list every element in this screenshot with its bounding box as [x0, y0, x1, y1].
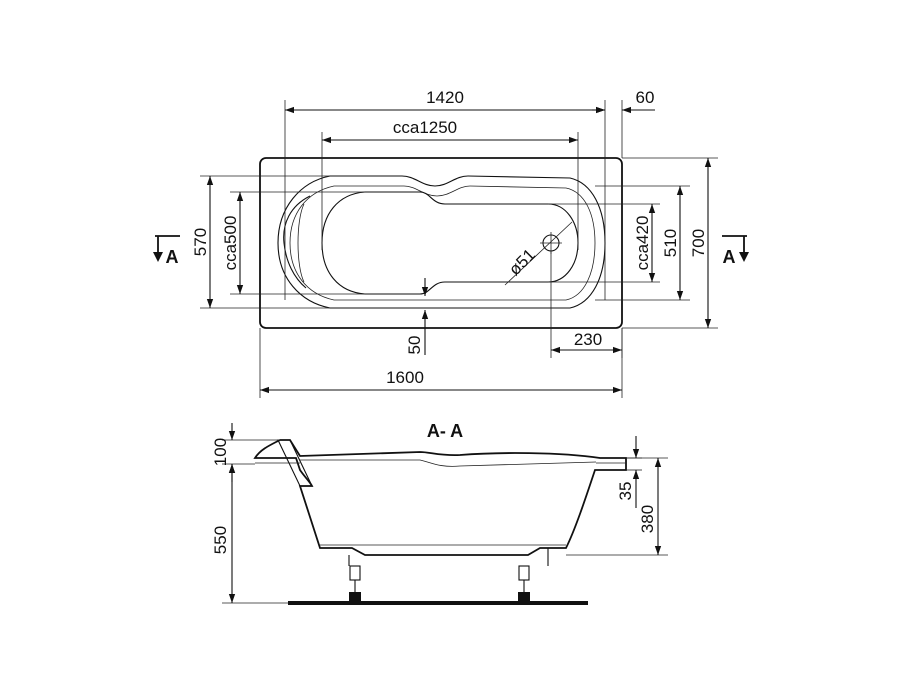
dim-inner-length: 1420 — [426, 88, 464, 107]
plan-view: 1420 60 cca1250 570 cca500 cca420 510 — [153, 88, 749, 398]
dim-mid-width: 510 — [661, 229, 680, 257]
dim-offset-50: 50 — [405, 336, 424, 355]
dim-drain-offset: 230 — [574, 330, 602, 349]
tub-leg-right — [518, 548, 549, 601]
dim-bottom-width-left: cca500 — [221, 216, 240, 271]
headrest-section — [277, 439, 313, 487]
headrest-shape-2 — [297, 203, 305, 283]
section-title: A- A — [427, 421, 463, 441]
dim-rim: 60 — [636, 88, 655, 107]
section-marker-left: A — [153, 235, 180, 267]
floor-line — [288, 601, 588, 605]
inner-rim-line — [300, 459, 597, 467]
svg-text:A: A — [166, 247, 179, 267]
svg-text:A: A — [723, 247, 736, 267]
tub-bottom-outline — [321, 191, 579, 295]
dim-depth: 380 — [638, 505, 657, 533]
dim-step: 35 — [616, 482, 635, 501]
dim-drain: ø51 — [505, 245, 539, 279]
tub-inner-basin-2 — [289, 185, 596, 301]
tub-section-shell — [253, 439, 627, 556]
tub-outer-rim — [259, 157, 623, 329]
dim-overall-width: 700 — [689, 229, 708, 257]
dim-bottom-width-right: cca420 — [633, 216, 652, 271]
drain-leader — [504, 221, 573, 286]
dim-rim-height: 100 — [211, 438, 230, 466]
dim-overall-length: 1600 — [386, 368, 424, 387]
headrest-shape — [283, 195, 311, 289]
dim-inner-width: 570 — [191, 228, 210, 256]
dim-total-height: 550 — [211, 526, 230, 554]
dim-bottom-length: cca1250 — [393, 118, 457, 137]
tub-leg-left — [348, 555, 361, 601]
section-marker-right: A — [722, 235, 749, 267]
section-view: A- A 100 550 — [211, 421, 668, 605]
